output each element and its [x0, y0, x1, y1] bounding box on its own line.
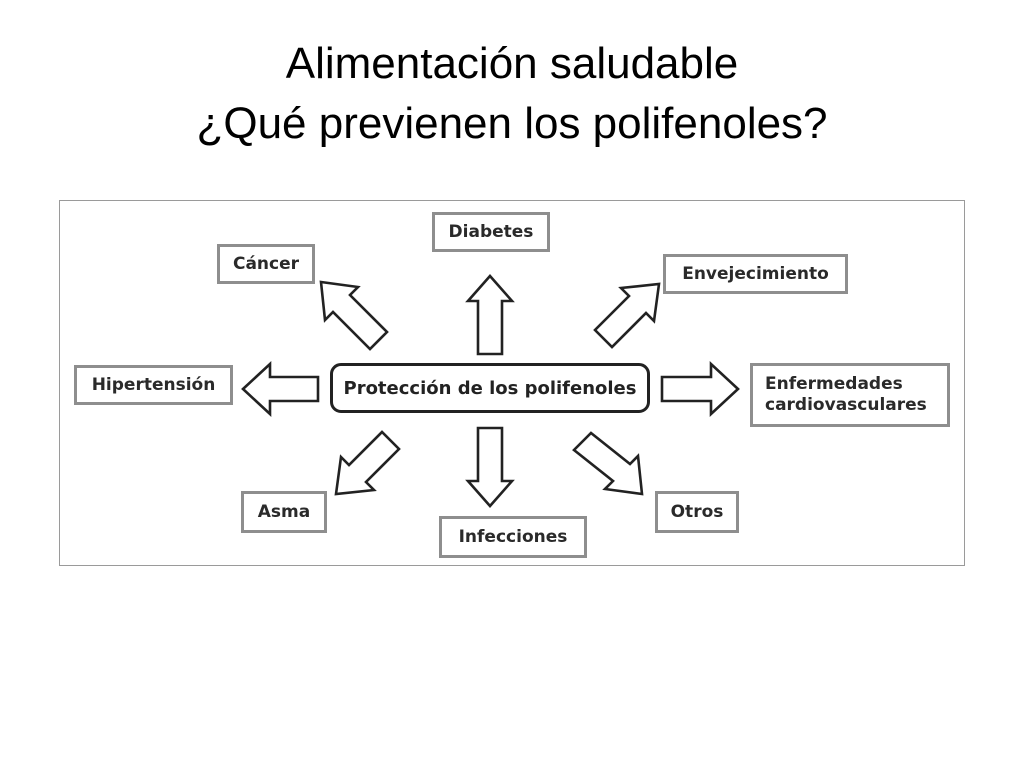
box-enfermedades-cardiovasculares: Enfermedades cardiovasculares: [750, 363, 950, 427]
slide-title: Alimentación saludable ¿Qué previenen lo…: [0, 34, 1024, 154]
label-cancer: Cáncer: [232, 254, 300, 274]
box-infecciones: Infecciones: [439, 516, 587, 558]
center-box: Protección de los polifenoles: [330, 363, 650, 413]
box-otros: Otros: [655, 491, 739, 533]
label-hipertension: Hipertensión: [91, 375, 216, 395]
label-otros: Otros: [670, 502, 724, 522]
title-line-2: ¿Qué previenen los polifenoles?: [196, 99, 828, 148]
box-hipertension: Hipertensión: [74, 365, 233, 405]
box-asma: Asma: [241, 491, 327, 533]
label-diabetes: Diabetes: [448, 222, 534, 242]
box-diabetes: Diabetes: [432, 212, 550, 252]
label-asma: Asma: [257, 502, 311, 522]
label-enfermedades-line-2: cardiovasculares: [765, 395, 927, 415]
box-envejecimiento: Envejecimiento: [663, 254, 848, 294]
label-envejecimiento: Envejecimiento: [682, 264, 829, 284]
center-label: Protección de los polifenoles: [343, 377, 637, 399]
label-infecciones: Infecciones: [458, 527, 568, 547]
box-cancer: Cáncer: [217, 244, 315, 284]
title-line-1: Alimentación saludable: [285, 39, 739, 88]
label-enfermedades-line-1: Enfermedades: [765, 374, 903, 394]
